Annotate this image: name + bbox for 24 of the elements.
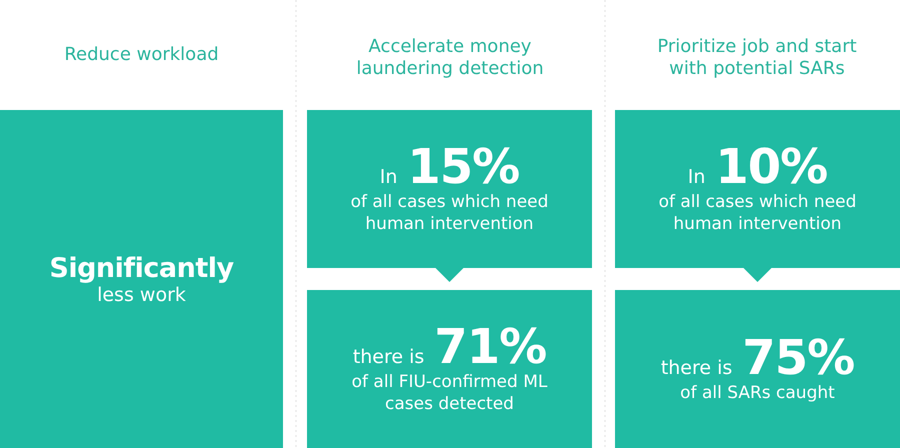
stat-panel xyxy=(307,290,592,448)
stat-panel xyxy=(0,110,283,448)
stat-value: 71% xyxy=(434,322,546,371)
stat-prefix: In xyxy=(380,166,398,188)
column-heading: Reduce workload xyxy=(63,43,220,68)
headline-text: Significantly xyxy=(49,252,234,284)
stat-prefix: there is xyxy=(352,346,424,368)
stat-description: of all SARs caught xyxy=(679,382,836,404)
stat-description: of all cases which need human intervention xyxy=(350,190,550,236)
stat-prefix: In xyxy=(688,166,706,188)
column-heading: Prioritize job and start with potential SARs xyxy=(656,35,858,81)
pointer-arrow xyxy=(436,268,464,282)
column-heading: Accelerate money laundering detection xyxy=(355,35,545,81)
stat-panel xyxy=(615,110,900,268)
stat-panel xyxy=(307,110,592,268)
stat-prefix: there is xyxy=(660,356,732,379)
pointer-arrow xyxy=(744,268,772,282)
subtitle-text: less work xyxy=(97,284,186,306)
stat-panel xyxy=(615,290,900,448)
stat-value: 75% xyxy=(742,334,854,382)
stat-description: of all cases which need human intervention xyxy=(658,190,858,236)
stat-description: of all FIU-confirmed ML cases detected xyxy=(350,370,548,416)
stat-value: 15% xyxy=(407,142,520,191)
stat-value: 10% xyxy=(715,142,828,191)
